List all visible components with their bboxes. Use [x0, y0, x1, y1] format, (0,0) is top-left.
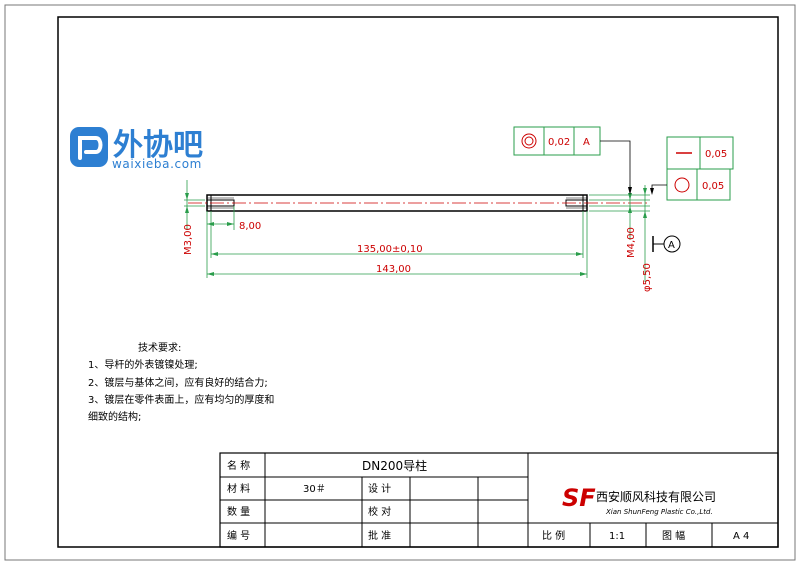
concentricity-datum: A [583, 137, 590, 148]
concentricity-icon [521, 133, 537, 149]
company-logo: SF [562, 484, 596, 512]
dimension-arrows [185, 188, 647, 276]
tolerance-frame-concentricity: 0,02 A [513, 126, 632, 195]
label-check: 校 对 [368, 505, 391, 518]
straightness-value: 0,05 [705, 149, 727, 160]
watermark-name-en: waixieba.com [112, 157, 202, 171]
label-scale: 比 例 [542, 529, 565, 542]
sheet-size-value: A 4 [733, 531, 749, 542]
watermark-logo: 外协吧 waixieba.com [70, 127, 203, 171]
scale-value: 1:1 [609, 531, 625, 542]
tech-requirement-line: 细致的结构; [88, 410, 141, 423]
tech-requirements-title: 技术要求: [138, 341, 181, 354]
label-approve: 批 准 [368, 529, 391, 542]
tolerance-frame-roundness: 0,05 [650, 168, 731, 201]
datum-symbol: A [652, 235, 681, 253]
label-name: 名 称 [227, 459, 250, 472]
label-design: 设 计 [368, 482, 391, 495]
title-block-text: 名 称 材 料 数 量 编 号 设 计 校 对 批 准 DN200导柱 30＃ … [227, 458, 749, 542]
roundness-value: 0,05 [702, 181, 724, 192]
dim-thread-left: M3,00 [183, 224, 194, 255]
dim-diameter: φ5,50 [642, 263, 653, 292]
label-quantity: 数 量 [227, 505, 250, 518]
circularity-icon [674, 177, 690, 193]
title-block [219, 452, 779, 548]
datum-label: A [668, 240, 675, 251]
company-name-cn: 西安顺风科技有限公司 [596, 489, 716, 504]
label-number: 编 号 [227, 529, 250, 542]
dim-shaft-length: 135,00±0,10 [357, 244, 423, 255]
watermark-logo-glyph [78, 136, 103, 160]
label-sheet-size: 图 幅 [662, 529, 685, 542]
datum-circle-icon [663, 235, 681, 253]
dim-thread-depth: 8,00 [239, 221, 261, 232]
tech-requirements: 技术要求: 1、导杆的外表镀镍处理; 2、镀层与基体之间，应有良好的结合力; 3… [88, 341, 274, 423]
tech-requirement-line: 1、导杆的外表镀镍处理; [88, 358, 198, 371]
tolerance-frame-straightness: 0,05 [666, 136, 734, 170]
watermark-name-cn: 外协吧 [113, 128, 203, 163]
part-name: DN200导柱 [362, 458, 427, 473]
label-material: 材 料 [227, 482, 250, 495]
material-value: 30＃ [303, 483, 326, 495]
paper-border [4, 4, 796, 561]
concentricity-value: 0,02 [548, 137, 570, 148]
tech-requirement-line: 2、镀层与基体之间，应有良好的结合力; [88, 376, 268, 389]
tech-requirement-line: 3、镀层在零件表面上，应有均匀的厚度和 [88, 393, 274, 406]
company-name-en: Xian ShunFeng Plastic Co.,Ltd. [605, 508, 713, 516]
dim-thread-right: M4,00 [626, 227, 637, 258]
dim-total-length: 143,00 [376, 264, 411, 275]
